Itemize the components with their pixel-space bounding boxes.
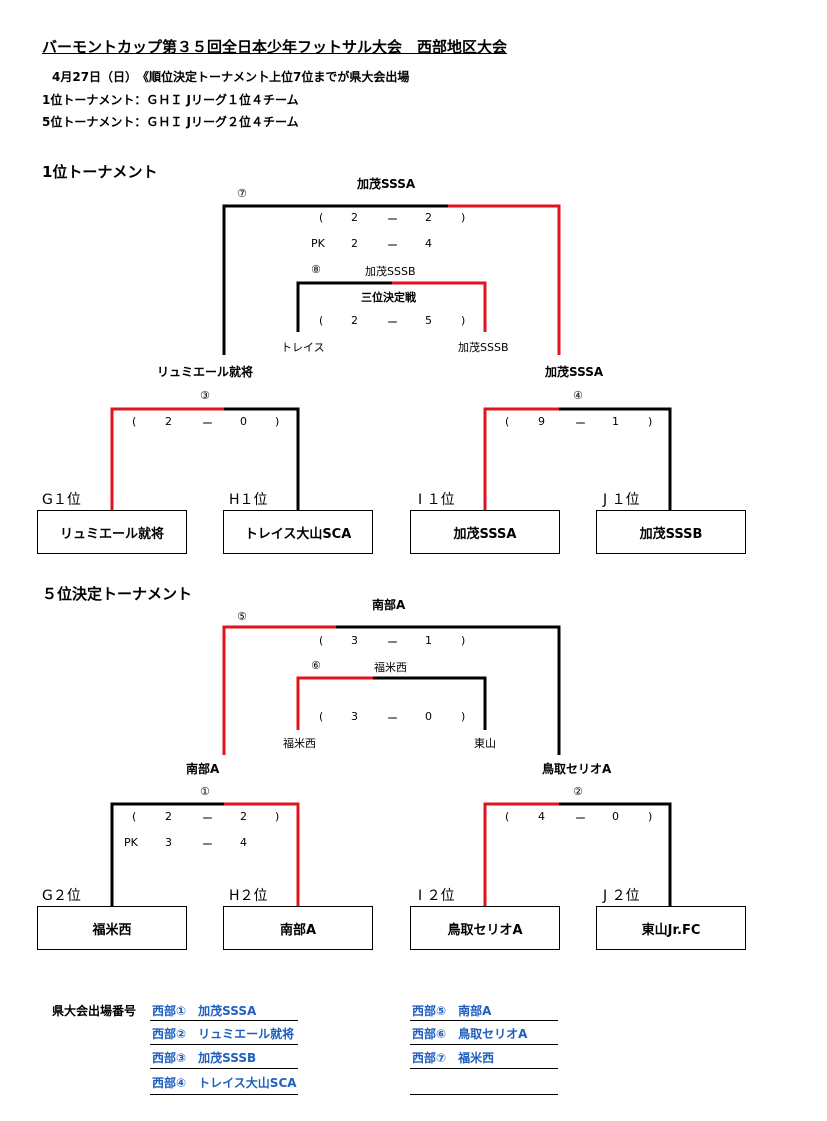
qualifier-item: 西部⑦ 福米西 — [412, 1051, 495, 1065]
t5-third-left-team: 福米西 — [283, 737, 316, 750]
qualifier-underline — [150, 1068, 298, 1069]
t1-third-right-team: 加茂SSSB — [458, 341, 509, 354]
t1-m4-no: ④ — [573, 389, 583, 402]
t1-third-left-team: トレイス — [281, 341, 325, 354]
t1-seed-i: I １位 — [418, 492, 455, 508]
qualifier-underline — [150, 1094, 298, 1095]
qualifier-underline — [150, 1020, 298, 1021]
t1-team-box: 加茂SSSB — [596, 510, 746, 554]
t5-team-box: 東山Jr.FC — [596, 906, 746, 950]
qualifier-item: 西部⑥ 鳥取セリオA — [412, 1027, 528, 1041]
t5-third-no: ⑥ — [311, 659, 321, 672]
t5-team-box: 鳥取セリオA — [410, 906, 560, 950]
qualifier-underline — [410, 1020, 558, 1021]
t5-third-right-team: 東山 — [474, 737, 496, 750]
t5-heading: ５位決定トーナメント — [42, 585, 193, 603]
qualifier-item: 西部④ トレイス大山SCA — [152, 1076, 297, 1090]
qualifier-item: 西部② リュミエール就将 — [152, 1027, 295, 1041]
date-line: 4月27日（日） 《順位決定トーナメン卜上位7位までが県大会出場 — [52, 70, 410, 84]
t5-semi-right-winner: 鳥取セリオA — [542, 762, 612, 776]
t5-m2-no: ② — [573, 785, 583, 798]
t5-lines — [110, 625, 672, 906]
t1-third-no: ⑧ — [311, 263, 321, 276]
t1-seed-h: H１位 — [229, 492, 268, 508]
t5-seed-j: J ２位 — [603, 888, 640, 904]
t1-team-box: 加茂SSSA — [410, 510, 560, 554]
t1-team-box: リュミエール就将 — [37, 510, 187, 554]
t1-team-box: トレイス大山SCA — [223, 510, 373, 554]
t1-final-winner: 加茂SSSA — [357, 177, 416, 191]
t1-heading: 1位トーナメント — [42, 163, 158, 181]
t1-third-winner: 加茂SSSB — [365, 265, 416, 278]
t5-third-winner: 福米西 — [374, 661, 407, 674]
t5-m1-no: ① — [200, 785, 210, 798]
t1-lines — [110, 204, 672, 510]
t1-m3-no: ③ — [200, 389, 210, 402]
t1-seed-g: G１位 — [42, 492, 81, 508]
page-title: バーモントカップ第３５回全日本少年フットサル大会 西部地区大会 — [42, 38, 508, 56]
first-tournament-desc: 1位トーナメント：ＧＨＩ Jリーグ１位４チーム — [42, 93, 299, 107]
t5-team-box: 福米西 — [37, 906, 187, 950]
t5-semi-left-winner: 南部A — [186, 762, 220, 776]
qualifier-underline — [410, 1044, 558, 1045]
t1-final-no: ⑦ — [237, 187, 247, 200]
t5-seed-h: H２位 — [229, 888, 268, 904]
t1-seed-j: J １位 — [603, 492, 640, 508]
qualifier-underline — [410, 1068, 558, 1069]
t5-seed-g: G２位 — [42, 888, 81, 904]
t5-seed-i: I ２位 — [418, 888, 455, 904]
t5-team-box: 南部A — [223, 906, 373, 950]
qualifiers-label: 県大会出場番号 — [52, 1004, 137, 1018]
t1-semi-left-winner: リュミエール就将 — [157, 365, 254, 379]
qualifier-item: 西部③ 加茂SSSB — [152, 1051, 257, 1065]
t5-final-winner: 南部A — [372, 598, 406, 612]
t5-final-no: ⑤ — [237, 610, 247, 623]
t1-semi-right-winner: 加茂SSSA — [545, 365, 604, 379]
qualifier-underline — [150, 1044, 298, 1045]
t1-third-label: 三位決定戦 — [361, 291, 416, 304]
fifth-tournament-desc: 5位トーナメント：ＧＨＩ Jリーグ２位４チーム — [42, 115, 299, 129]
qualifier-underline — [410, 1094, 558, 1095]
qualifier-item: 西部⑤ 南部A — [412, 1004, 492, 1018]
qualifier-item: 西部① 加茂SSSA — [152, 1004, 257, 1018]
